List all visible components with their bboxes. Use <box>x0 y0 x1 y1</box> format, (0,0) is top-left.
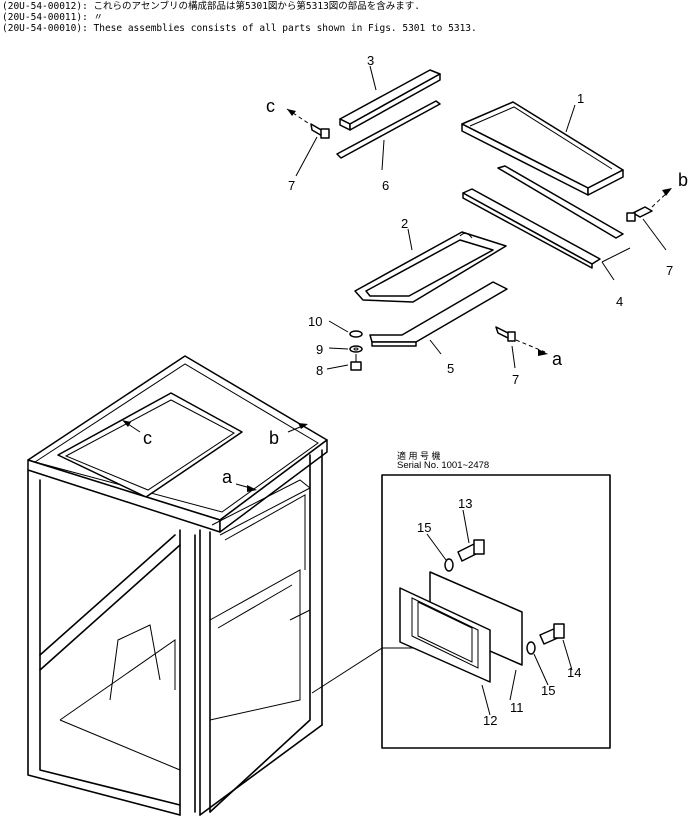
callout-12: 12 <box>483 713 497 728</box>
header-text-2: : 〃 <box>82 12 104 23</box>
ref-b-cab: b <box>269 428 279 448</box>
bolt-7-right <box>626 206 653 222</box>
callout-4: 4 <box>616 294 623 309</box>
callout-2: 2 <box>401 216 408 231</box>
callout-3: 3 <box>367 53 374 68</box>
callout-15-upper: 15 <box>417 520 431 535</box>
inset-serial: Serial No. 1001~2478 <box>397 460 489 471</box>
callout-13: 13 <box>458 496 472 511</box>
bolt-7-left <box>310 123 330 139</box>
part-4-strips <box>462 165 624 269</box>
callout-1: 1 <box>577 91 584 106</box>
part-5-strip <box>369 281 508 347</box>
ref-a-top: a <box>552 349 563 369</box>
callout-10: 10 <box>308 314 322 329</box>
callout-8: 8 <box>316 363 323 378</box>
header-line-1: (20U-54-00012): これらのアセンブリの構成部品は第5301図から第… <box>2 1 420 12</box>
ref-c-top: c <box>266 96 275 116</box>
cab-arrows <box>122 420 308 492</box>
callout-7-left: 7 <box>288 178 295 193</box>
ref-a-cab: a <box>222 467 233 487</box>
part-10-washer <box>349 330 363 338</box>
bolt-7-lower <box>495 326 516 342</box>
inset-title: 適 用 号 機 <box>397 450 441 461</box>
header-code-3: (20U-54-00010) <box>2 23 83 34</box>
part-6-rail <box>336 100 441 159</box>
inset-box <box>311 474 611 749</box>
callout-11: 11 <box>510 700 524 715</box>
callout-6: 6 <box>382 178 389 193</box>
cab-body <box>27 355 328 816</box>
header-line-2: (20U-54-00011): 〃 <box>2 12 103 23</box>
part-2-frame <box>354 231 507 303</box>
part-8-bolt <box>350 354 362 371</box>
callout-9: 9 <box>316 342 323 357</box>
callout-14: 14 <box>567 665 581 680</box>
part-1-panel <box>461 101 624 196</box>
leader-lines <box>286 65 672 370</box>
callout-labels: 3 1 2 4 5 6 7 7 7 10 9 8 13 15 11 12 15 … <box>143 53 688 728</box>
header-text-3: : These assemblies consists of all parts… <box>82 23 477 34</box>
header-text-1: : これらのアセンブリの構成部品は第5301図から第5313図の部品を含みます. <box>82 1 421 12</box>
header-code-1: (20U-54-00012) <box>2 1 83 12</box>
callout-7-lower: 7 <box>512 372 519 387</box>
callout-5: 5 <box>447 361 454 376</box>
ref-c-cab: c <box>143 428 152 448</box>
part-3-seal-strip <box>339 69 441 131</box>
header-line-3: (20U-54-00010): These assemblies consist… <box>2 23 477 34</box>
callout-7-right: 7 <box>666 263 673 278</box>
header-code-2: (20U-54-00011) <box>2 12 83 23</box>
callout-15-lower: 15 <box>541 683 555 698</box>
part-9-washer <box>349 345 363 353</box>
ref-b-top: b <box>678 170 688 190</box>
